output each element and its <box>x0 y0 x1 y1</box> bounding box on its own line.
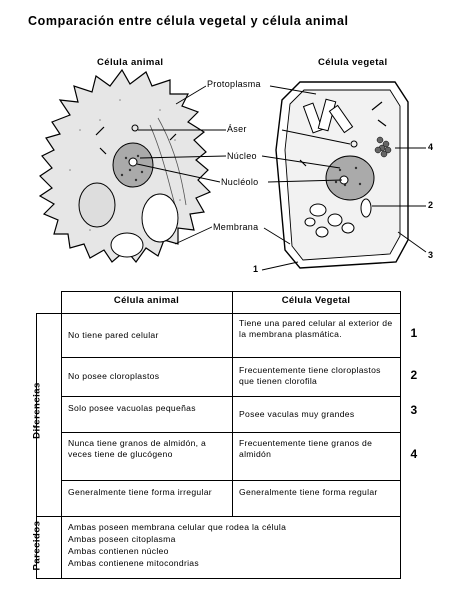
table-cell-plant: Generalmente tiene forma regular <box>239 487 378 497</box>
similarity-item: Ambas contienene mitocondrias <box>68 558 199 568</box>
plant-aster <box>350 140 358 148</box>
section-label-similarities: Parecidos <box>31 520 43 571</box>
similarity-item: Ambas contienen núcleo <box>68 546 169 556</box>
column-header-animal: Célula animal <box>113 295 180 306</box>
caption-plant-cell: Célula vegetal <box>318 57 388 68</box>
label-aser: Áser <box>226 124 248 134</box>
plant-nucleus <box>325 155 375 201</box>
table-cell-animal: No posee cloroplastos <box>68 371 160 381</box>
label-nucleo: Núcleo <box>226 151 258 161</box>
plant-starch-granules <box>374 136 392 158</box>
page-title: Comparación entre célula vegetal y célul… <box>28 14 349 28</box>
table-cell-animal: No tiene pared celular <box>68 330 159 340</box>
label-protoplasma: Protoplasma <box>206 79 262 89</box>
table-cell-animal: Generalmente tiene forma irregular <box>68 487 212 497</box>
table-cell-plant: Posee vaculas muy grandes <box>239 409 355 419</box>
label-membrana: Membrana <box>212 222 260 232</box>
similarity-item: Ambas poseen membrana celular que rodea … <box>68 522 287 532</box>
animal-vacuole <box>141 193 179 243</box>
row-number: 1 <box>410 326 418 340</box>
number-2: 2 <box>428 200 434 210</box>
animal-vacuole <box>78 182 116 228</box>
number-1: 1 <box>253 264 259 274</box>
similarity-item: Ambas poseen citoplasma <box>68 534 176 544</box>
animal-aster <box>131 124 139 132</box>
column-header-plant: Célula Vegetal <box>281 295 351 306</box>
animal-nucleolus <box>128 157 138 167</box>
caption-animal-cell: Célula animal <box>97 57 164 68</box>
table-cell-plant: Frecuentemente tiene granos de almidón <box>239 438 373 459</box>
row-number: 4 <box>410 447 418 461</box>
table-cell-plant: Tiene una pared celular al exterior de l… <box>239 318 393 339</box>
row-number: 2 <box>410 368 418 382</box>
table-cell-animal: Nunca tiene granos de almidón, a veces t… <box>68 438 207 459</box>
label-nucleolo: Nucléolo <box>220 177 260 187</box>
animal-vacuole <box>110 232 144 258</box>
table-cell-animal: Solo posee vacuolas pequeñas <box>68 403 196 413</box>
plant-chloroplast-oval <box>360 198 372 218</box>
section-label-differences: Diferencias <box>31 382 43 439</box>
number-3: 3 <box>428 250 434 260</box>
number-4: 4 <box>428 142 434 152</box>
table-cell-plant: Frecuentemente tiene cloroplastos que ti… <box>239 365 381 386</box>
cell-diagram <box>38 68 427 271</box>
row-number: 3 <box>410 403 418 417</box>
